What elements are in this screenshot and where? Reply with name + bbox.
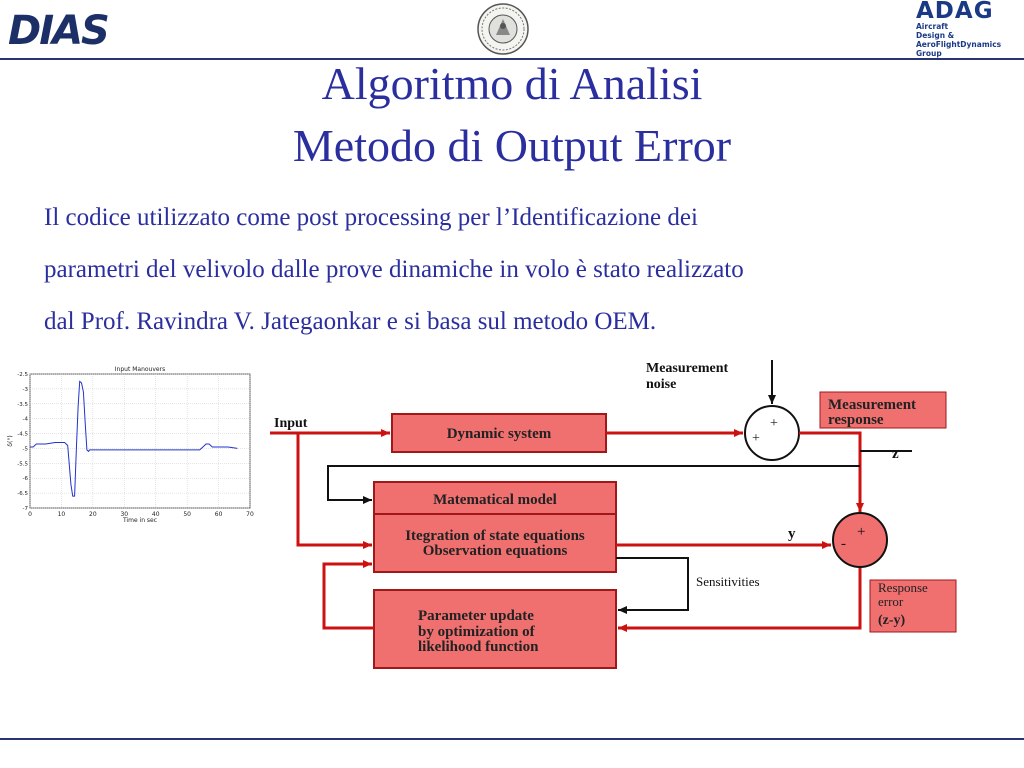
adag-logo-line: AeroFlightDynamics <box>916 40 1002 49</box>
chart-y-tick-label: -5 <box>23 446 29 452</box>
input-to-model-arrow <box>296 433 372 549</box>
measurement-response-label: response <box>828 412 884 428</box>
observation-label: Observation equations <box>423 543 568 559</box>
chart-series-line <box>30 380 238 497</box>
parameter-update-box <box>373 589 617 669</box>
measurement-response-box <box>819 391 947 429</box>
adag-logo-line: Group <box>916 49 942 58</box>
chart-y-tick-label: -4 <box>23 417 29 423</box>
minus-sign: - <box>841 536 846 552</box>
response-error-box <box>869 579 957 633</box>
chart-x-tick-label: 30 <box>120 511 128 518</box>
slide-body-text: Il codice utilizzato come post processin… <box>44 192 1004 348</box>
slide-title-line2: Metodo di Output Error <box>292 120 732 171</box>
body-line: dal Prof. Ravindra V. Jategaonkar e si b… <box>44 308 657 335</box>
measurement-response-label: Measurement <box>828 397 916 413</box>
chart-x-tick-label: 60 <box>215 511 223 518</box>
adag-logo-line: Design & <box>916 31 955 40</box>
body-line: Il codice utilizzato come post processin… <box>44 204 698 231</box>
adag-logo-title: ADAG <box>916 0 994 24</box>
dynamic-system-label: Dynamic system <box>447 426 552 442</box>
chart-y-tick-label: -7 <box>23 506 29 512</box>
integration-label: Itegration of state equations <box>405 528 585 544</box>
dias-logo-text: DIAS <box>8 8 110 54</box>
z-label: z <box>892 446 899 462</box>
chart-y-axis-label: δ(°) <box>7 435 14 446</box>
sensitivities-label: Sensitivities <box>696 574 760 589</box>
chart-y-tick-label: -2.5 <box>17 372 28 378</box>
plus-sign: + <box>770 416 778 431</box>
parameter-feedback-arrow <box>322 560 374 630</box>
dias-logo: DIAS <box>8 10 112 52</box>
header-divider <box>0 58 1024 60</box>
parameter-update-label: Parameter update <box>418 608 534 624</box>
response-error-arrow <box>618 568 862 632</box>
chart-x-tick-label: 0 <box>28 511 32 518</box>
response-error-label: error <box>878 594 904 609</box>
z-to-model-arrow <box>327 465 860 504</box>
chart-x-tick-label: 10 <box>58 511 66 518</box>
university-seal-icon <box>474 2 532 56</box>
parameter-update-label: likelihood function <box>418 639 539 655</box>
chart-y-tick-label: -5.5 <box>17 461 28 467</box>
chart-x-tick-label: 50 <box>183 511 191 518</box>
mathematical-model-label: Matematical model <box>433 492 557 508</box>
body-line: parametri del velivolo dalle prove dinam… <box>44 256 744 283</box>
chart-x-axis-label: Time in sec <box>122 517 157 524</box>
chart-y-tick-label: -6.5 <box>17 491 28 497</box>
chart-x-tick-label: 70 <box>246 511 254 518</box>
sensitivities-arrow <box>616 557 689 614</box>
chart-x-tick-label: 20 <box>89 511 97 518</box>
measurement-z-arrow <box>799 431 864 512</box>
measurement-noise-label: noise <box>646 377 676 392</box>
y-label: y <box>788 526 796 542</box>
parameter-update-label: by optimization of <box>418 624 536 640</box>
chart-x-tick-label: 40 <box>152 511 160 518</box>
plus-sign: + <box>857 524 865 540</box>
chart-plot-area <box>29 373 251 509</box>
input-manouvers-chart: 0 10 20 30 40 50 60 70 -2.5 -3 -3.5 -4 -4.5 -5 -5.5 -6 -… <box>4 362 258 524</box>
chart-y-tick-label: -3 <box>23 387 29 393</box>
plus-sign: + <box>752 431 760 446</box>
mathematical-model-box <box>373 481 617 573</box>
error-summing-junction <box>832 512 888 568</box>
response-error-formula: (z-y) <box>878 613 906 628</box>
footer-divider <box>0 738 1024 740</box>
oem-block-diagram: Measurement response Response error (z-y… <box>260 352 960 672</box>
chart-title: Input Manouvers <box>115 366 165 373</box>
slide-title-line1: Algoritmo di Analisi <box>321 58 703 109</box>
input-label: Input <box>274 416 308 431</box>
adag-logo: ADAG Aircraft Design & AeroFlightDynamic… <box>912 0 1020 58</box>
response-error-label: Response <box>878 580 928 595</box>
chart-y-tick-label: -3.5 <box>17 402 28 408</box>
chart-y-tick-label: -4.5 <box>17 432 28 438</box>
measurement-noise-label: Measurement <box>646 361 728 376</box>
adag-logo-line: Aircraft <box>916 22 949 31</box>
chart-y-tick-label: -6 <box>23 476 29 482</box>
